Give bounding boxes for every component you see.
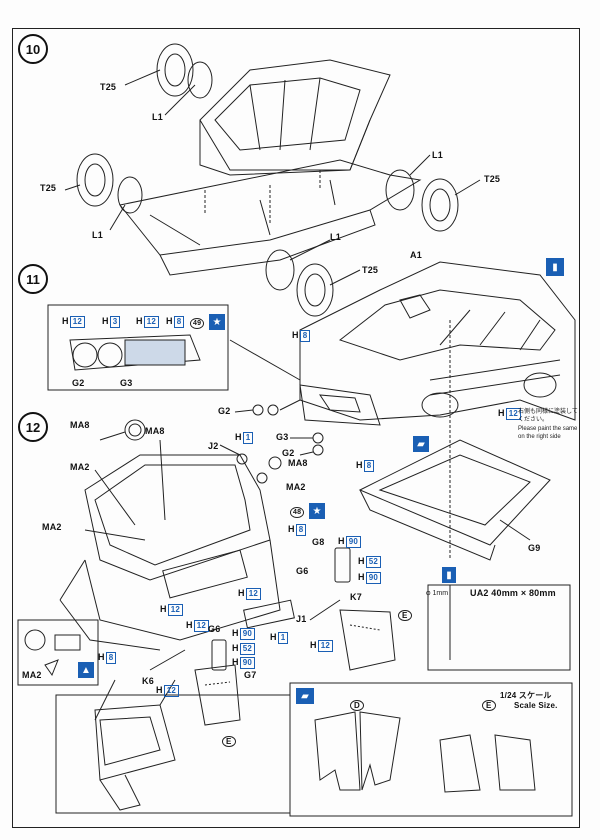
label-scale-jp: 1/24 スケール [500, 691, 552, 700]
paint-marker-icon-b: ▮ [442, 567, 456, 583]
label-k6: K6 [142, 676, 154, 686]
label-ma2-b: MA2 [286, 482, 306, 492]
decal-mark-icon-b: ▲ [78, 662, 94, 678]
step-10-badge: 10 [18, 34, 48, 64]
star-icon-b: ★ [309, 503, 325, 519]
label-ma2-c: MA2 [42, 522, 62, 532]
label-j2: J2 [208, 441, 219, 451]
label-g3-inset: G3 [120, 378, 133, 388]
step11-body-drawing [47, 261, 576, 560]
label-e-a: E [398, 610, 412, 621]
step12-rear-drawing [17, 419, 573, 817]
label-g2-lens-b: G2 [282, 448, 295, 458]
label-ma8-c: MA8 [288, 458, 308, 468]
label-ma2-a: MA2 [70, 462, 90, 472]
label-t25-front-bottom: T25 [362, 265, 379, 275]
star-icon: ★ [209, 314, 225, 330]
label-l1-rear-left: L1 [92, 230, 103, 240]
label-j1: J1 [296, 614, 307, 624]
label-e-c: E [482, 700, 496, 711]
label-l1-rear-top: L1 [152, 112, 163, 122]
note-diameter: φ 1mm [426, 590, 449, 597]
label-d: D [350, 700, 364, 711]
label-g2-inset: G2 [72, 378, 85, 388]
label-g8: G8 [312, 537, 325, 547]
label-a1: A1 [410, 250, 422, 260]
label-g6-a: G6 [296, 566, 309, 576]
label-g9: G9 [528, 543, 541, 553]
label-g2-lens: G2 [218, 406, 231, 416]
decal-mark-icon: ▰ [413, 436, 429, 452]
label-ma8-a: MA8 [70, 420, 90, 430]
label-l1-front-bottom: L1 [330, 232, 341, 242]
page-frame [12, 28, 580, 828]
label-ma2-d: MA2 [22, 670, 42, 680]
step10-chassis-drawing [64, 43, 481, 317]
label-l1-front-top: L1 [432, 150, 443, 160]
label-g7: G7 [244, 670, 257, 680]
label-49-circle: 49 [190, 318, 205, 329]
label-t25-rear-top: T25 [100, 82, 117, 92]
label-ua2-size: UA2 40mm × 80mm [470, 588, 556, 598]
note-paint-right-jp: 右側も同様に塗装してください。 [518, 409, 578, 423]
label-g3-lens: G3 [276, 432, 289, 442]
label-48-circle: 48 [290, 507, 305, 518]
label-k7: K7 [350, 592, 362, 602]
decal-mark-icon-c: ▰ [296, 688, 314, 704]
note-paint-right-en: Please paint the same on the right side [518, 426, 578, 440]
paint-marker-icon: ▮ [546, 258, 564, 276]
label-scale-en: Scale Size. [514, 701, 558, 710]
label-e-b: E [222, 736, 236, 747]
label-ma8-b: MA8 [145, 426, 165, 436]
step-11-badge: 11 [18, 264, 48, 294]
label-t25-front-top: T25 [484, 174, 501, 184]
label-g6-b: G6 [208, 624, 221, 634]
label-t25-rear-left: T25 [40, 183, 57, 193]
step-12-badge: 12 [18, 412, 48, 442]
